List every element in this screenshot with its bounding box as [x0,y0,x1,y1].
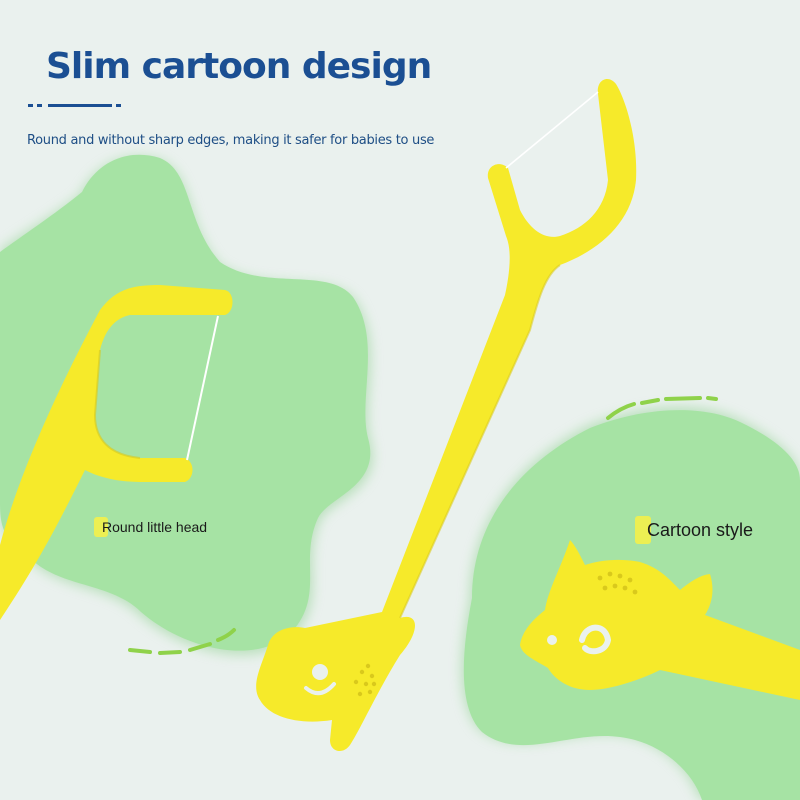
highlight-marker [635,516,651,544]
title-underline [28,102,124,108]
callout-cartoon-style-label: Cartoon style [647,520,754,540]
underline-dot [37,104,42,107]
highlight-marker [94,517,108,537]
underline-dot [116,104,121,107]
underline-bar [48,104,112,107]
page-title: Slim cartoon design [46,46,432,87]
callout-round-head: Round little head [94,517,208,537]
accent-dashes-top-right [606,396,718,420]
page-subtitle: Round and without sharp edges, making it… [27,133,435,148]
floss-pick-head-closeup [0,285,233,620]
left-green-blob [0,154,373,655]
underline-dot [28,104,33,107]
callout-round-head-label: Round little head [102,519,208,535]
floss-pick-full [256,79,637,752]
accent-dashes-bottom-left [128,628,236,655]
callout-cartoon-style: Cartoon style [635,516,754,544]
floss-pick-cartoon-closeup [520,540,800,700]
